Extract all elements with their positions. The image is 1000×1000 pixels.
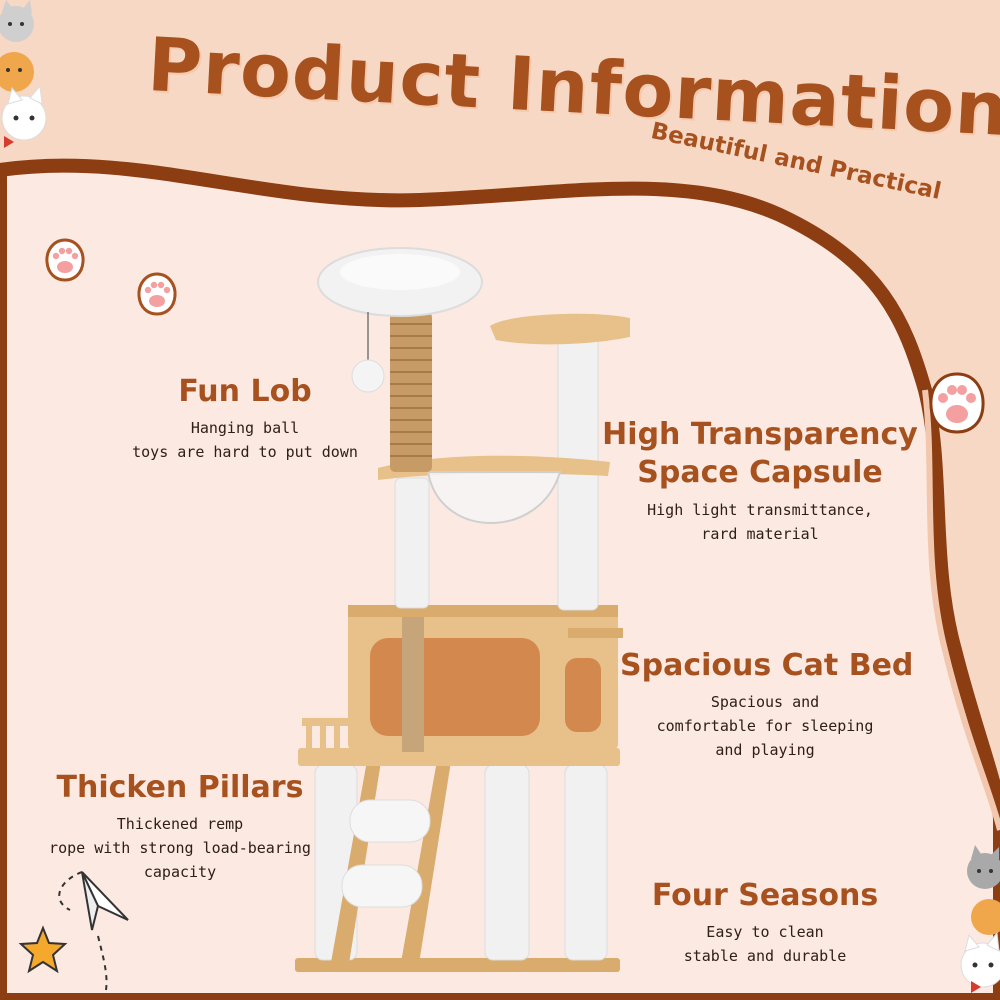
cat-paw-icon <box>45 238 85 282</box>
star-icon <box>18 925 68 974</box>
feature-space-capsule: High Transparency Space Capsule High lig… <box>600 416 920 546</box>
feature-title: Spacious Cat Bed <box>620 648 914 683</box>
cat-face-icon <box>0 0 47 148</box>
feature-description: Easy to clean stable and durable <box>683 923 847 965</box>
feature-title: Thicken Pillars <box>56 770 304 805</box>
feature-four-seasons: Four Seasons Easy to clean stable and du… <box>640 878 890 968</box>
feature-description: Hanging ball toys are hard to put down <box>132 419 358 461</box>
cat-paw-icon <box>929 372 985 434</box>
cat-face-icon <box>960 845 1000 993</box>
cat-tree-product-image <box>295 247 630 972</box>
feature-spacious-cat-bed: Spacious Cat Bed Spacious and comfortabl… <box>620 648 914 762</box>
feature-title: High Transparency Space Capsule <box>602 417 918 490</box>
feature-title: Four Seasons <box>651 878 879 913</box>
feature-description: High light transmittance, rard material <box>647 501 873 543</box>
cat-paw-icon <box>137 272 177 316</box>
feature-thicken-pillars: Thicken Pillars Thickened remp rope with… <box>40 770 320 884</box>
feature-title: Fun Lob <box>178 374 312 409</box>
feature-description: Thickened remp rope with strong load-bea… <box>49 815 311 881</box>
paper-plane-icon <box>58 871 129 991</box>
feature-description: Spacious and comfortable for sleeping an… <box>656 693 874 759</box>
feature-fun-lob: Fun Lob Hanging ball toys are hard to pu… <box>130 374 360 464</box>
